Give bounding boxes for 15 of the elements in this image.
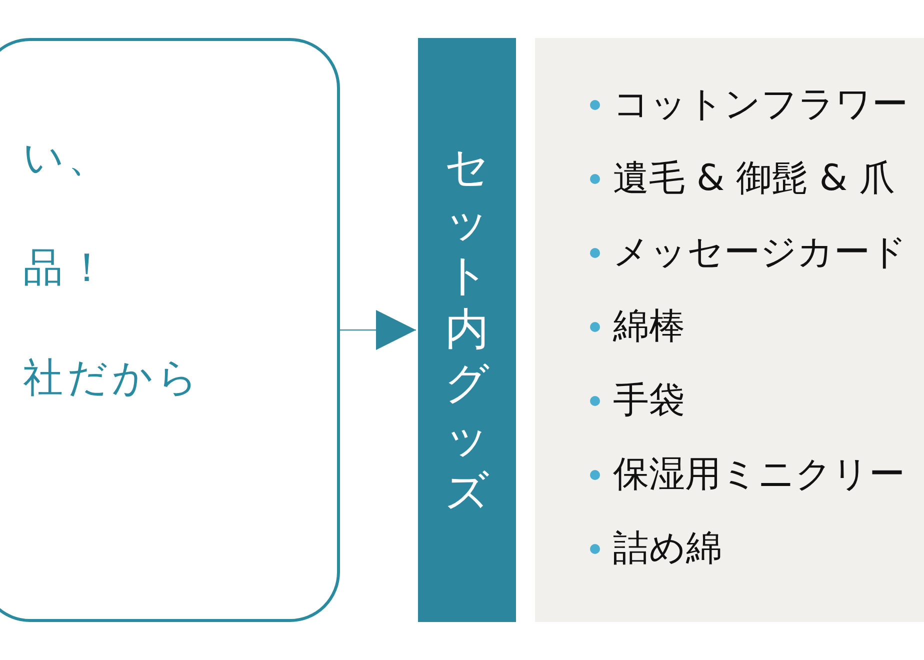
- list-panel: [535, 38, 924, 622]
- arrow: [340, 310, 416, 350]
- list-item: 遺毛 & 御髭 & 爪: [613, 157, 895, 201]
- list-item: 手袋: [613, 379, 685, 423]
- speech-text: 品！: [23, 244, 111, 293]
- speech-text: 社だから: [23, 354, 202, 403]
- banner-title: セット内グッズ: [444, 141, 490, 519]
- list-item: 詰め綿: [613, 527, 722, 571]
- speech-box: [0, 38, 340, 622]
- list-item: コットンフラワー: [613, 83, 908, 127]
- list-item: 綿棒: [613, 305, 685, 349]
- vertical-banner: [418, 38, 516, 622]
- list-item: メッセージカード: [613, 231, 907, 275]
- speech-text: い、: [23, 134, 112, 183]
- list-item: 保湿用ミニクリー: [613, 453, 905, 497]
